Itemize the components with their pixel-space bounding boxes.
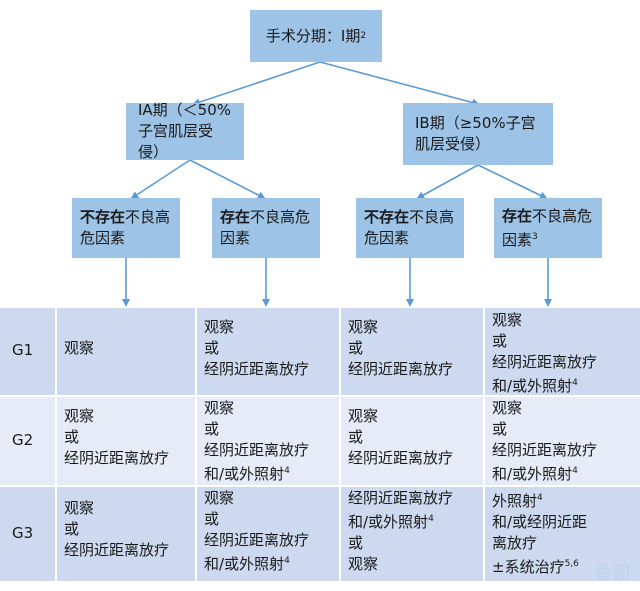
branch-ib-label: IB期（≥50%子宫肌层受侵） [415, 114, 536, 153]
cell-line: 经阴近距离放疗 [348, 448, 454, 467]
cell-line: 观察 [492, 311, 523, 329]
leaf-4-sup: 3 [532, 231, 538, 242]
cell-r2-c4: 观察或经阴近距离放疗和/或外照射4 [484, 398, 630, 485]
cell-r3-c3: 经阴近距离放疗和/或外照射4 或观察 [340, 488, 484, 575]
cell-line: 经阴近距离放疗 [348, 359, 454, 378]
arrow-ia-to-leaf1 [130, 159, 191, 200]
row-band-g1 [0, 308, 640, 396]
cell-r1-c4: 观察或经阴近距离放疗和/或外照射4 [484, 310, 630, 397]
cell-line: 经阴近距离放疗 [64, 541, 170, 559]
footnote-sup: 5,6 [564, 559, 579, 569]
row-label-g1: G1 [12, 341, 34, 359]
footnote-sup: 4 [572, 466, 578, 476]
cell-line: 经阴近距离放疗 [492, 353, 598, 371]
row-label-g3: G3 [12, 524, 34, 542]
cell-r2-c1: 观察或经阴近距离放疗 [56, 406, 196, 469]
arrow-root-to-ia [192, 61, 321, 106]
cell-line: 和/或外照射4 [204, 465, 290, 483]
cell-line: 外照射4 [492, 492, 543, 510]
row-band-g2 [0, 396, 640, 486]
leaf-3-bold: 不存在 [364, 208, 410, 226]
cell-line: 观察 [64, 406, 95, 425]
leaf-4-rest: 不良高危因素 [502, 206, 593, 249]
cell-line: 或 [348, 427, 364, 446]
root-label: 手术分期：I期 [265, 26, 361, 45]
cell-line: 观察 [204, 489, 235, 507]
cell-line: 经阴近距离放疗 [204, 441, 310, 459]
arrow-ib-to-leaf3 [416, 164, 479, 199]
cell-line: 观察 [204, 317, 235, 336]
arrow-ia-to-leaf2 [189, 159, 266, 199]
cell-line: 或 [492, 332, 508, 350]
row-band-g3 [0, 486, 640, 581]
cell-line: 经阴近距离放疗 [64, 448, 170, 467]
cell-r1-c3: 观察或经阴近距离放疗 [340, 317, 484, 380]
cell-line: 和/或外照射4 [348, 513, 434, 531]
cell-line: 离放疗 [492, 534, 538, 552]
leaf-2-bold: 存在 [220, 208, 251, 226]
footnote-sup: 4 [428, 514, 434, 524]
cell-r3-c2: 观察或经阴近距离放疗和/或外照射4 [196, 488, 340, 575]
branch-ia-node: IA期（＜50%子宫肌层受侵） [126, 101, 244, 161]
cell-line: 或 [204, 338, 220, 357]
cell-r2-c2: 观察或经阴近距离放疗和/或外照射4 [196, 398, 340, 485]
leaf-1-bold: 不存在 [80, 208, 126, 226]
leaf-3-rest: 不良高危因素 [364, 208, 455, 247]
leaf-node-3: 不存在不良高危因素 [356, 198, 464, 258]
cell-line: 和/或外照射4 [204, 555, 290, 573]
cell-line: 或 [348, 534, 364, 552]
cell-line: 观察 [348, 406, 379, 425]
cell-line: 经阴近距离放疗 [348, 489, 454, 507]
cell-r3-c1: 观察或经阴近距离放疗 [56, 498, 196, 561]
cell-line: 和/或外照射4 [492, 465, 578, 483]
cell-line: 或 [204, 510, 220, 528]
cell-line: ±系统治疗5,6 [492, 558, 579, 576]
cell-line: 经阴近距离放疗 [204, 359, 310, 378]
cell-line: 或 [348, 338, 364, 357]
cell-line: 观察 [64, 499, 95, 517]
arrow-ib-to-leaf4 [477, 164, 548, 199]
branch-ib-node: IB期（≥50%子宫肌层受侵） [403, 103, 553, 165]
cell-line: 或 [64, 520, 80, 538]
row-label-g2: G2 [12, 431, 34, 449]
footnote-sup: 4 [284, 466, 290, 476]
leaf-2-rest: 不良高危因素 [220, 208, 311, 247]
cell-line: 观察 [492, 399, 523, 417]
cell-line: 经阴近距离放疗 [492, 441, 598, 459]
cell-line: 经阴近距离放疗 [204, 531, 310, 549]
root-sup: 2 [360, 30, 367, 41]
leaf-node-2: 存在不良高危因素 [212, 198, 320, 258]
cell-r2-c3: 观察或经阴近距离放疗 [340, 406, 484, 469]
watermark-logo: 香园 [594, 563, 630, 584]
cell-line: 或 [492, 420, 508, 438]
cell-r3-c4: 外照射4 和/或经阴近距离放疗 ±系统治疗5,6 [484, 488, 630, 578]
cell-line: 或 [64, 427, 80, 446]
cell-r1-c2: 观察或经阴近距离放疗 [196, 317, 340, 380]
footnote-sup: 4 [537, 493, 543, 503]
arrow-root-to-ib [319, 61, 480, 107]
cell-line: 观察 [204, 399, 235, 417]
leaf-node-1: 不存在不良高危因素 [72, 198, 180, 258]
cell-line: 观察 [348, 555, 379, 573]
footnote-sup: 4 [284, 556, 290, 566]
cell-r1-c1: 观察 [56, 338, 196, 359]
leaf-node-4: 存在不良高危因素3 [494, 198, 602, 258]
branch-ia-label: IA期（＜50%子宫肌层受侵） [138, 101, 232, 161]
leaf-1-rest: 不良高危因素 [80, 208, 171, 247]
cell-line: 和/或外照射4 [492, 377, 578, 395]
cell-line: 观察 [348, 317, 379, 336]
cell-line: 和/或经阴近距 [492, 513, 588, 531]
cell-line: 或 [204, 420, 220, 438]
footnote-sup: 4 [572, 378, 578, 388]
cell-line: 观察 [64, 338, 95, 357]
leaf-4-bold: 存在 [502, 206, 533, 225]
